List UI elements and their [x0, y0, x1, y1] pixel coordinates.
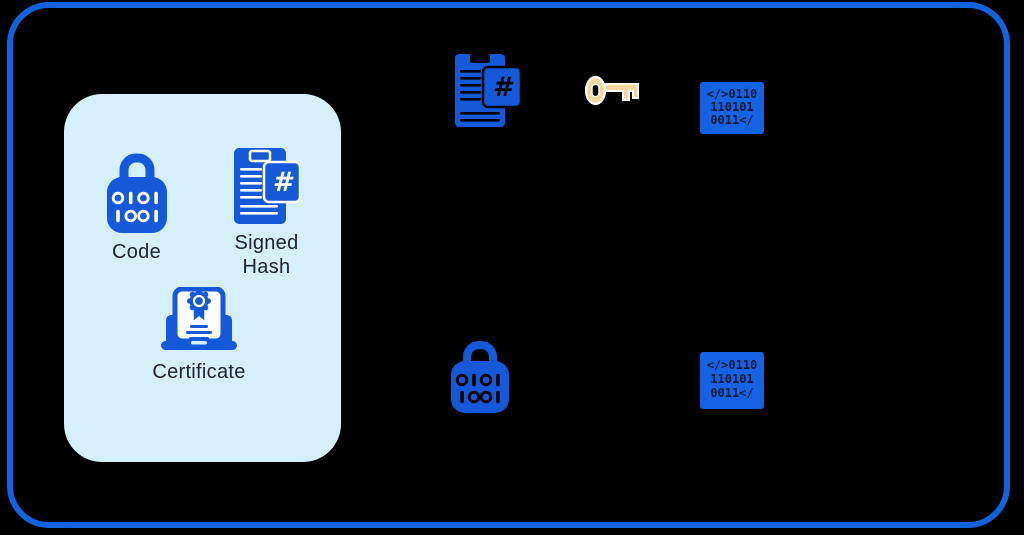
binary-row	[455, 373, 500, 387]
code-screen-icon-top: </>0110 110101 0011</	[700, 82, 764, 134]
hash-symbol: #	[272, 167, 294, 198]
hashed-document-icon: #	[455, 54, 523, 132]
hash-document-icon: #	[233, 148, 300, 224]
binary-row	[460, 390, 500, 404]
signing-inputs-panel: Code # Signed Hash	[64, 94, 341, 462]
code-screen-icon-bottom: </>0110 110101 0011</	[700, 352, 764, 409]
signed-hash-label: Signed Hash	[234, 232, 299, 278]
screen-code-line: 0011</	[710, 113, 753, 127]
private-key-icon	[584, 74, 639, 108]
hash-symbol: #	[493, 72, 515, 103]
binary-row	[111, 191, 158, 205]
screen-code-line: 110101	[710, 372, 753, 386]
screen-code-line: 110101	[710, 100, 753, 114]
certificate-item: Certificate	[129, 287, 269, 385]
code-item: Code	[74, 151, 199, 265]
code-label: Code	[111, 241, 161, 263]
binary-row	[115, 209, 158, 223]
certificate-laptop-icon	[161, 287, 237, 350]
binary-lock-icon	[106, 153, 167, 233]
screen-code-line: 0011</	[710, 386, 753, 400]
diagram-border	[7, 2, 1010, 528]
binary-lock-icon-bottom	[451, 341, 509, 413]
signed-hash-item: # Signed Hash	[214, 148, 319, 279]
screen-code-line: </>0110	[707, 358, 758, 372]
screen-code-line: </>0110	[707, 87, 758, 101]
certificate-label: Certificate	[152, 361, 246, 383]
